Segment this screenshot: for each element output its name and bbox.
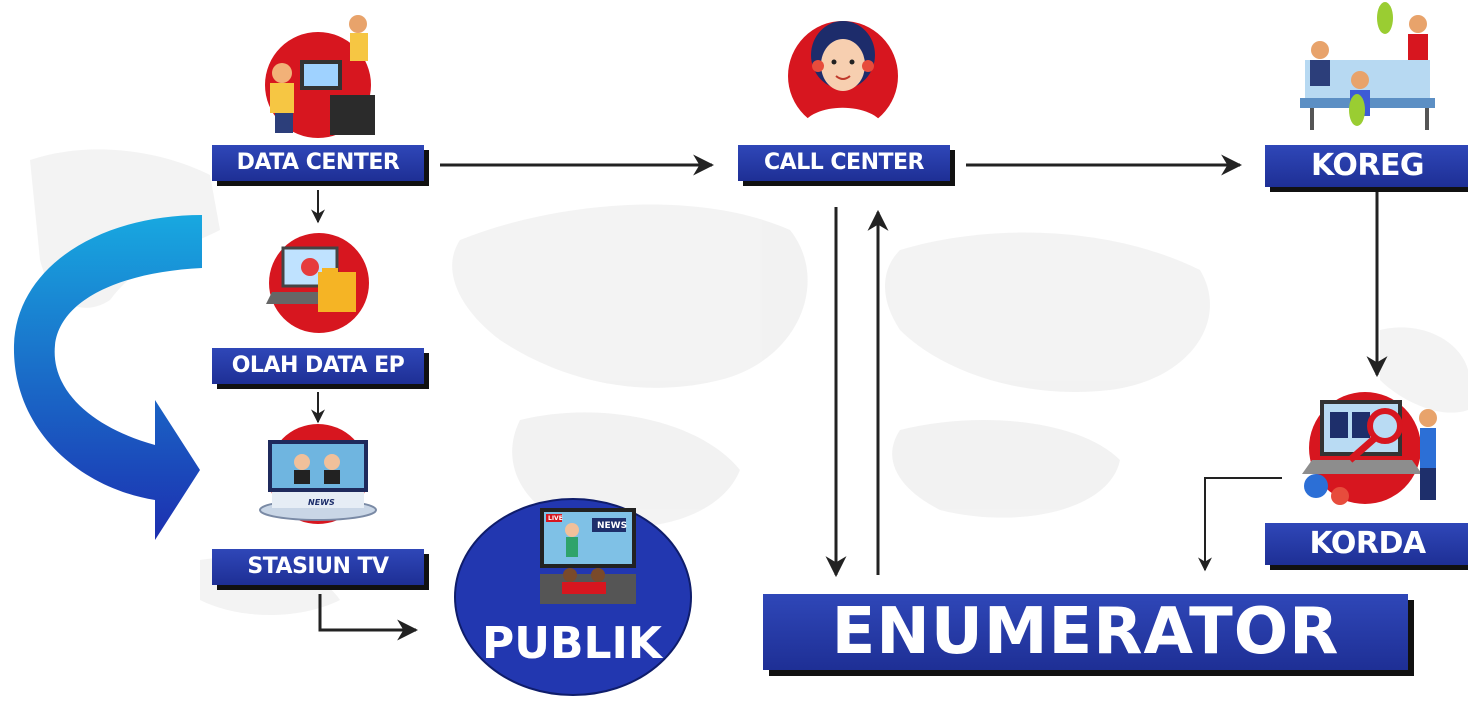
laptop-folder-icon xyxy=(266,233,369,333)
koreg-label: KOREG xyxy=(1265,145,1468,187)
olah-data-ep-label: OLAH DATA EP xyxy=(212,348,424,384)
arrow-stasiun-to-publik xyxy=(318,594,419,641)
publik-label: PUBLIK xyxy=(481,618,663,669)
curved-arrow xyxy=(13,215,202,540)
tv-live-tag: LIVE xyxy=(548,515,563,522)
call-center-label: CALL CENTER xyxy=(738,145,950,181)
laptop-magnifier-icon xyxy=(1302,392,1437,505)
stasiun-tv-label: STASIUN TV xyxy=(212,549,424,585)
tv-news-tag: NEWS xyxy=(597,521,627,531)
enumerator-label: ENUMERATOR xyxy=(763,594,1408,670)
office-team-icon xyxy=(1300,2,1435,130)
korda-label: KORDA xyxy=(1265,523,1468,565)
desk-news-tag: NEWS xyxy=(308,498,335,507)
call-center-agent-icon xyxy=(788,21,898,131)
tv-viewers-icon xyxy=(540,508,636,604)
data-center-label: DATA CENTER xyxy=(212,145,424,181)
news-studio-icon xyxy=(259,424,377,524)
arrow-korda-to-enumerator xyxy=(1198,477,1282,572)
data-center-icon xyxy=(265,15,375,138)
